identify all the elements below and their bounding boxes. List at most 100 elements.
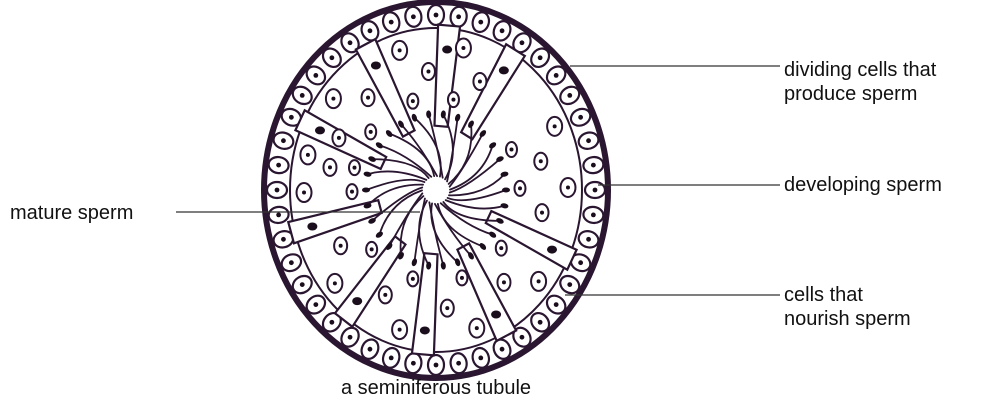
sperm-head: [385, 129, 394, 138]
dividing-cell-nucleus: [275, 188, 280, 193]
dividing-cell-nucleus: [389, 356, 394, 361]
dividing-cell-nucleus: [567, 93, 572, 98]
dividing-cell-nucleus: [554, 73, 559, 78]
dividing-cell-nucleus: [329, 55, 334, 60]
sperm-tail: [446, 200, 505, 208]
dividing-cell-nucleus: [289, 115, 294, 120]
dividing-cell-nucleus: [313, 302, 318, 307]
nourishing-cell: [434, 25, 460, 127]
developing-cell-nucleus: [460, 276, 464, 280]
dividing-cell-nucleus: [348, 40, 353, 45]
developing-cell-nucleus: [331, 97, 335, 101]
sperm-head: [454, 113, 461, 122]
developing-cell-nucleus: [398, 48, 402, 52]
developing-cell-nucleus: [426, 69, 430, 73]
developing-cell-nucleus: [566, 185, 570, 189]
developing-cell-nucleus: [350, 190, 354, 194]
dividing-cell-nucleus: [300, 282, 305, 287]
dividing-cell-nucleus: [329, 320, 334, 325]
nourishing-cell-nucleus: [352, 297, 362, 305]
developing-cell-nucleus: [369, 130, 373, 134]
dividing-cell-nucleus: [368, 28, 373, 33]
developing-cell-nucleus: [411, 99, 415, 103]
dividing-cell-nucleus: [313, 73, 318, 78]
developing-cell-nucleus: [352, 166, 356, 170]
dividing-cell-nucleus: [586, 237, 591, 242]
sperm-tail: [450, 145, 493, 189]
sperm-head: [363, 171, 372, 178]
label-developing-sperm: developing sperm: [784, 173, 942, 197]
developing-cell-nucleus: [502, 280, 506, 284]
sperm-head: [411, 258, 418, 267]
dividing-cell-nucleus: [520, 335, 525, 340]
developing-cell-nucleus: [339, 244, 343, 248]
developing-cell-nucleus: [553, 124, 557, 128]
dividing-cell-nucleus: [276, 163, 281, 168]
developing-cell-nucleus: [478, 79, 482, 83]
nourishing-cell-nucleus: [491, 310, 501, 318]
sperm-head: [362, 188, 370, 193]
dividing-cell-nucleus: [567, 282, 572, 287]
sperm-tail: [368, 171, 427, 179]
dividing-cell-nucleus: [538, 320, 543, 325]
dividing-cell-nucleus: [554, 302, 559, 307]
developing-cell-nucleus: [537, 279, 541, 283]
developing-cell-nucleus: [306, 153, 310, 157]
dividing-cell-nucleus: [478, 356, 483, 361]
dividing-cell-nucleus: [478, 20, 483, 25]
developing-cell-nucleus: [451, 98, 455, 102]
dividing-cell-nucleus: [276, 213, 281, 218]
label-nourishing-cells: cells that nourish sperm: [784, 283, 911, 331]
dividing-cell-nucleus: [411, 361, 416, 366]
dividing-cell-nucleus: [591, 213, 596, 218]
dividing-cell-nucleus: [578, 115, 583, 120]
developing-cell-nucleus: [518, 186, 522, 190]
dividing-cell-nucleus: [300, 93, 305, 98]
dividing-cell-nucleus: [520, 40, 525, 45]
sperm-head: [440, 261, 446, 269]
developing-cell-nucleus: [411, 277, 415, 281]
dividing-cell-nucleus: [368, 347, 373, 352]
sperm-head: [478, 129, 487, 138]
sperm-head: [488, 230, 497, 239]
dividing-cell-nucleus: [289, 260, 294, 265]
sperm-tail: [389, 134, 434, 177]
nourishing-cell-nucleus: [547, 246, 557, 254]
diagram-caption: a seminiferous tubule: [0, 376, 872, 400]
developing-cell-nucleus: [366, 96, 370, 100]
sperm-head: [375, 141, 384, 150]
dividing-cell-nucleus: [348, 335, 353, 340]
developing-cell-nucleus: [509, 147, 513, 151]
developing-cell-nucleus: [539, 159, 543, 163]
developing-cell-nucleus: [445, 306, 449, 310]
dividing-cell-nucleus: [586, 138, 591, 143]
nourishing-cell-nucleus: [420, 326, 430, 334]
developing-cell-nucleus: [475, 326, 479, 330]
dividing-cell-nucleus: [500, 347, 505, 352]
dividing-cell-nucleus: [281, 138, 286, 143]
dividing-cell-nucleus: [500, 28, 505, 33]
nourishing-cell: [457, 243, 516, 340]
label-dividing-cells: dividing cells that produce sperm: [784, 58, 936, 106]
sperm-head: [488, 141, 497, 150]
developing-cell-nucleus: [461, 46, 465, 50]
developing-cell-nucleus: [333, 281, 337, 285]
mature-sperm-tails: [362, 110, 510, 270]
developing-cell-nucleus: [499, 246, 503, 250]
nourishing-cell-nucleus: [442, 46, 452, 54]
dividing-cell-nucleus: [593, 188, 598, 193]
nourishing-cell: [412, 253, 438, 355]
dividing-cell-nucleus: [434, 363, 439, 368]
nourishing-cell-nucleus: [315, 126, 325, 134]
dividing-cell-nucleus: [434, 13, 439, 18]
nourishing-cell-nucleus: [371, 62, 381, 70]
nourishing-cell-nucleus: [307, 222, 317, 230]
developing-cell-nucleus: [370, 247, 374, 251]
dividing-cell-nucleus: [411, 14, 416, 19]
sperm-head: [478, 242, 487, 251]
dividing-cell-nucleus: [591, 163, 596, 168]
nourishing-cell-nucleus: [499, 66, 509, 74]
developing-cell-nucleus: [540, 211, 544, 215]
label-mature-sperm: mature sperm: [10, 201, 133, 225]
developing-cell-nucleus: [398, 328, 402, 332]
